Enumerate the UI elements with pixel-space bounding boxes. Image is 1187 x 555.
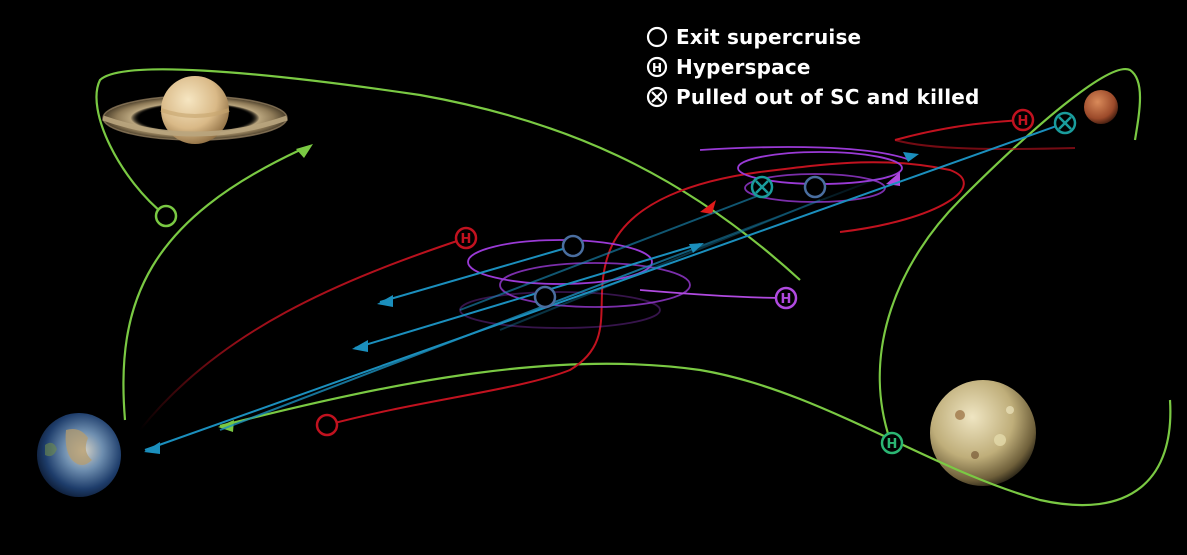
red-trajectory [139, 119, 1076, 431]
hyperspace-marker: H [774, 286, 798, 310]
exit-supercruise-marker [533, 285, 557, 309]
hyperspace-glyph: H [652, 61, 662, 75]
hyperspace-marker: H [454, 226, 478, 250]
blue-arrowhead [144, 442, 160, 454]
killed-marker [750, 175, 774, 199]
legend-item-killed: Pulled out of SC and killed [646, 82, 980, 112]
hyperspace-icon: H [646, 56, 668, 78]
legend: Exit supercruise H Hyperspace Pulled out… [646, 22, 980, 112]
killed-icon [646, 86, 668, 108]
legend-label: Exit supercruise [676, 25, 862, 49]
hyperspace-glyph: H [781, 292, 792, 307]
hyperspace-glyph: H [1018, 114, 1029, 129]
blue-arrowhead [377, 295, 393, 307]
blue-arrowhead [689, 243, 704, 253]
mars-planet [1084, 90, 1118, 124]
hyperspace-marker: H [880, 431, 904, 455]
earth-planet [37, 413, 121, 497]
blue-arrowhead [352, 340, 368, 352]
hyperspace-glyph: H [887, 437, 898, 452]
green-arrowhead [296, 144, 313, 158]
legend-label: Hyperspace [676, 55, 811, 79]
killed-marker [1053, 111, 1077, 135]
legend-item-hyperspace: H Hyperspace [646, 52, 980, 82]
exit-supercruise-marker [561, 234, 585, 258]
hyperspace-glyph: H [461, 232, 472, 247]
exit-supercruise-marker [154, 204, 178, 228]
blue-trajectory [144, 122, 1066, 451]
exit-supercruise-marker [315, 413, 339, 437]
green-arrowhead [218, 420, 234, 432]
legend-label: Pulled out of SC and killed [676, 85, 980, 109]
io-moon [930, 380, 1036, 486]
hyperspace-marker: H [1011, 108, 1035, 132]
legend-item-exit-supercruise: Exit supercruise [646, 22, 980, 52]
exit-supercruise-marker [803, 175, 827, 199]
purple-trajectory [459, 146, 911, 329]
saturn-planet [102, 76, 288, 144]
exit-supercruise-icon [646, 26, 668, 48]
blue-arrowhead [903, 152, 919, 162]
red-arrowhead [700, 200, 716, 214]
